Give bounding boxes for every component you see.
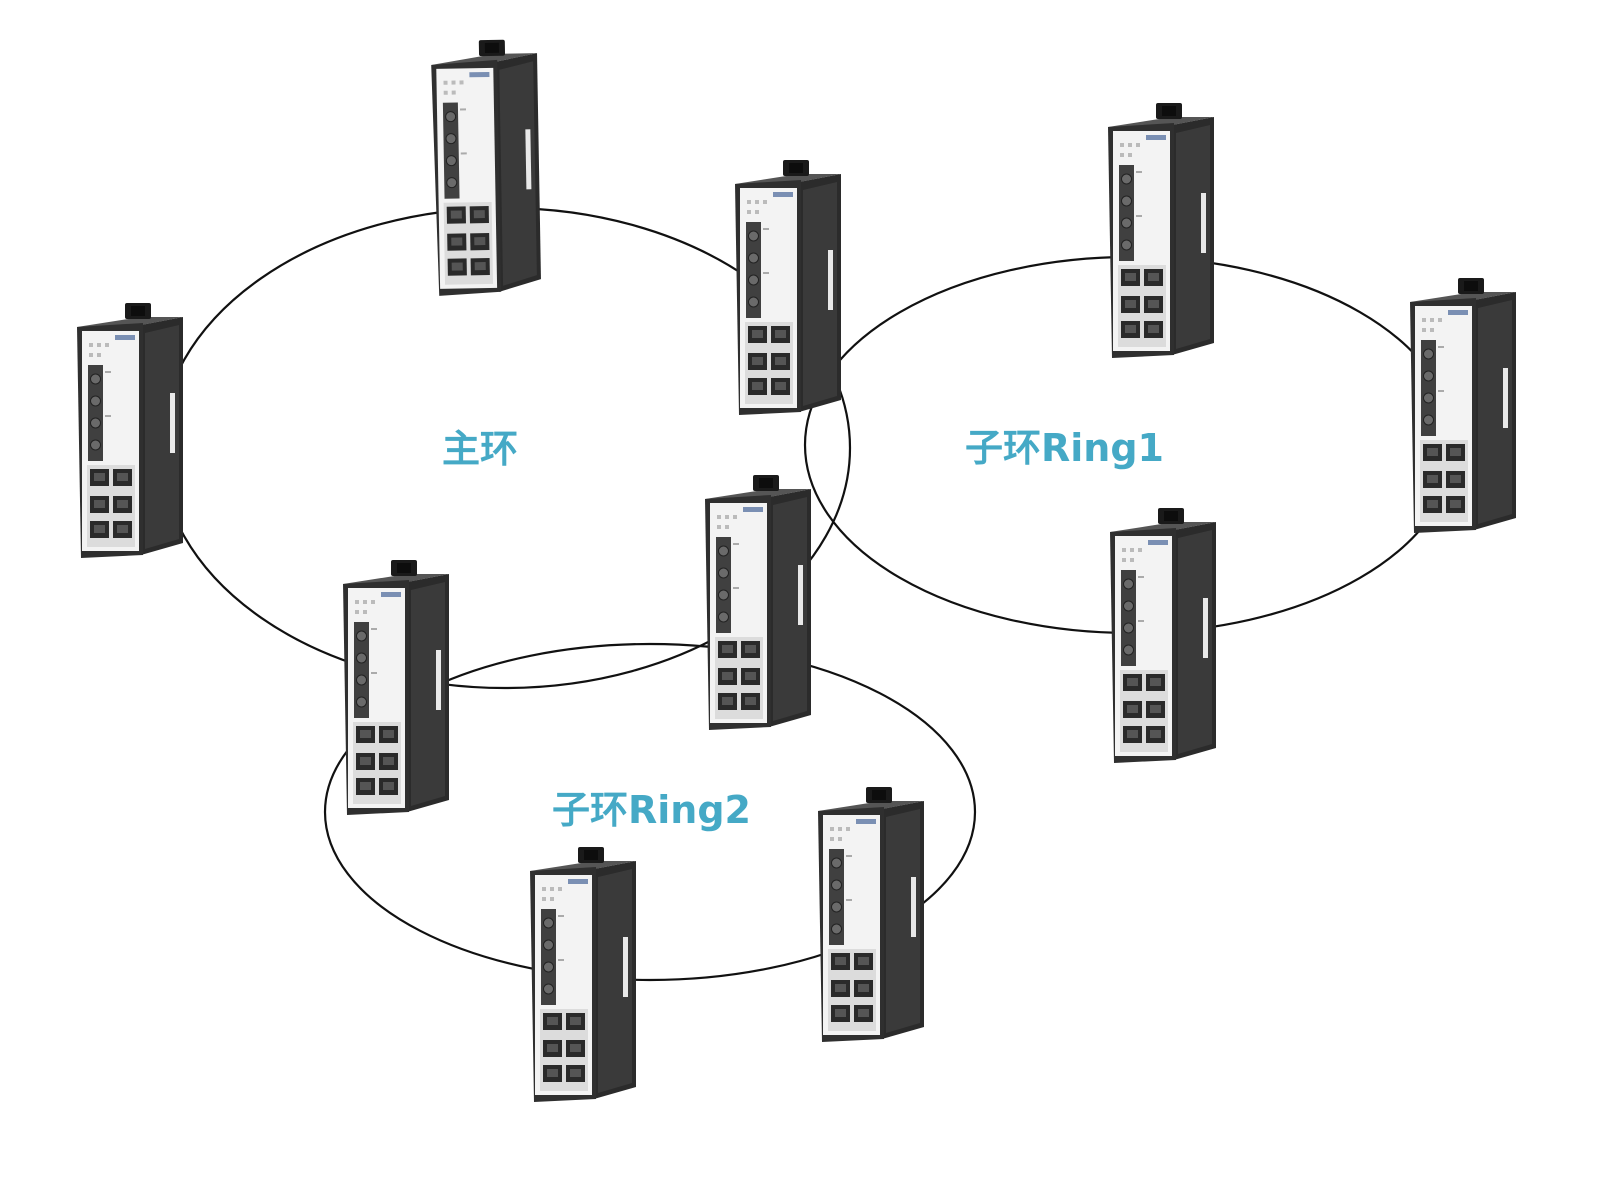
switch-main-left [76, 302, 184, 559]
switches [76, 38, 1517, 1103]
main-ring-label: 主环 [442, 427, 518, 471]
switch-ring2-right [817, 786, 925, 1043]
switch-ring1-right [1409, 277, 1517, 534]
switch-shared-top [734, 159, 842, 416]
sub-ring-2-label: 子环Ring2 [552, 788, 751, 832]
switch-shared-left [342, 559, 450, 816]
sub-ring-2-line [323, 642, 977, 982]
switch-shared-bottom [704, 474, 812, 731]
switch-ring2-bottom [529, 846, 637, 1103]
switch-main-top [430, 38, 542, 297]
sub-ring-1-label: 子环Ring1 [965, 426, 1164, 470]
switch-ring1-top [1107, 102, 1215, 359]
switch-ring1-bottom [1109, 507, 1217, 764]
